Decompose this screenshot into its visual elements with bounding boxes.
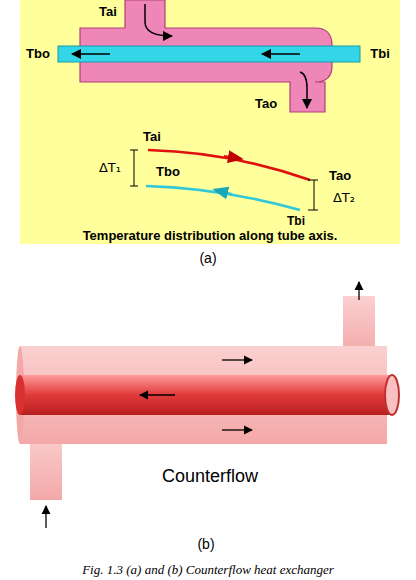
graph-caption: Temperature distribution along tube axis… <box>83 229 338 244</box>
delta-bracket <box>308 180 318 210</box>
hot-fluid-curve <box>148 150 310 180</box>
outlet-arrow <box>358 282 359 300</box>
fluid-label: Tbo <box>26 47 50 62</box>
panel-label: (b) <box>197 536 214 552</box>
cold-fluid-curve <box>146 186 300 210</box>
shell-arrow <box>222 359 252 360</box>
shell-end <box>16 346 24 444</box>
outlet-arrow <box>300 72 307 108</box>
curve-label: Tai <box>143 130 161 145</box>
picture-label: Counterflow <box>162 466 258 487</box>
fluid-label: Tao <box>255 97 277 112</box>
tube-arrow <box>72 53 110 55</box>
panel-ground <box>20 0 400 244</box>
fluid-label: Tbi <box>370 47 390 62</box>
curve-label: Tbo <box>156 165 180 180</box>
inlet-arrow <box>45 506 46 528</box>
curve-arrow <box>224 156 236 158</box>
tube <box>58 46 360 62</box>
tube-arrow <box>262 53 300 55</box>
tube-arrow <box>140 394 175 395</box>
curve-label: Tbi <box>287 215 305 229</box>
figure-caption: Fig. 1.3 (a) and (b) Counterflow heat ex… <box>0 562 416 578</box>
inlet-arrow <box>145 4 172 36</box>
delta-label: ΔT₁ <box>99 161 121 176</box>
tube <box>20 375 392 415</box>
curve-label: Tao <box>329 169 351 184</box>
fluid-label: Tai <box>99 5 117 20</box>
shell-arrow <box>222 429 252 430</box>
delta-bracket <box>130 150 138 186</box>
tube-end <box>385 375 399 415</box>
curve-arrow <box>220 191 232 194</box>
panel-label: (a) <box>199 250 216 266</box>
tube-end <box>15 375 25 415</box>
delta-label: ΔT₂ <box>333 191 355 206</box>
